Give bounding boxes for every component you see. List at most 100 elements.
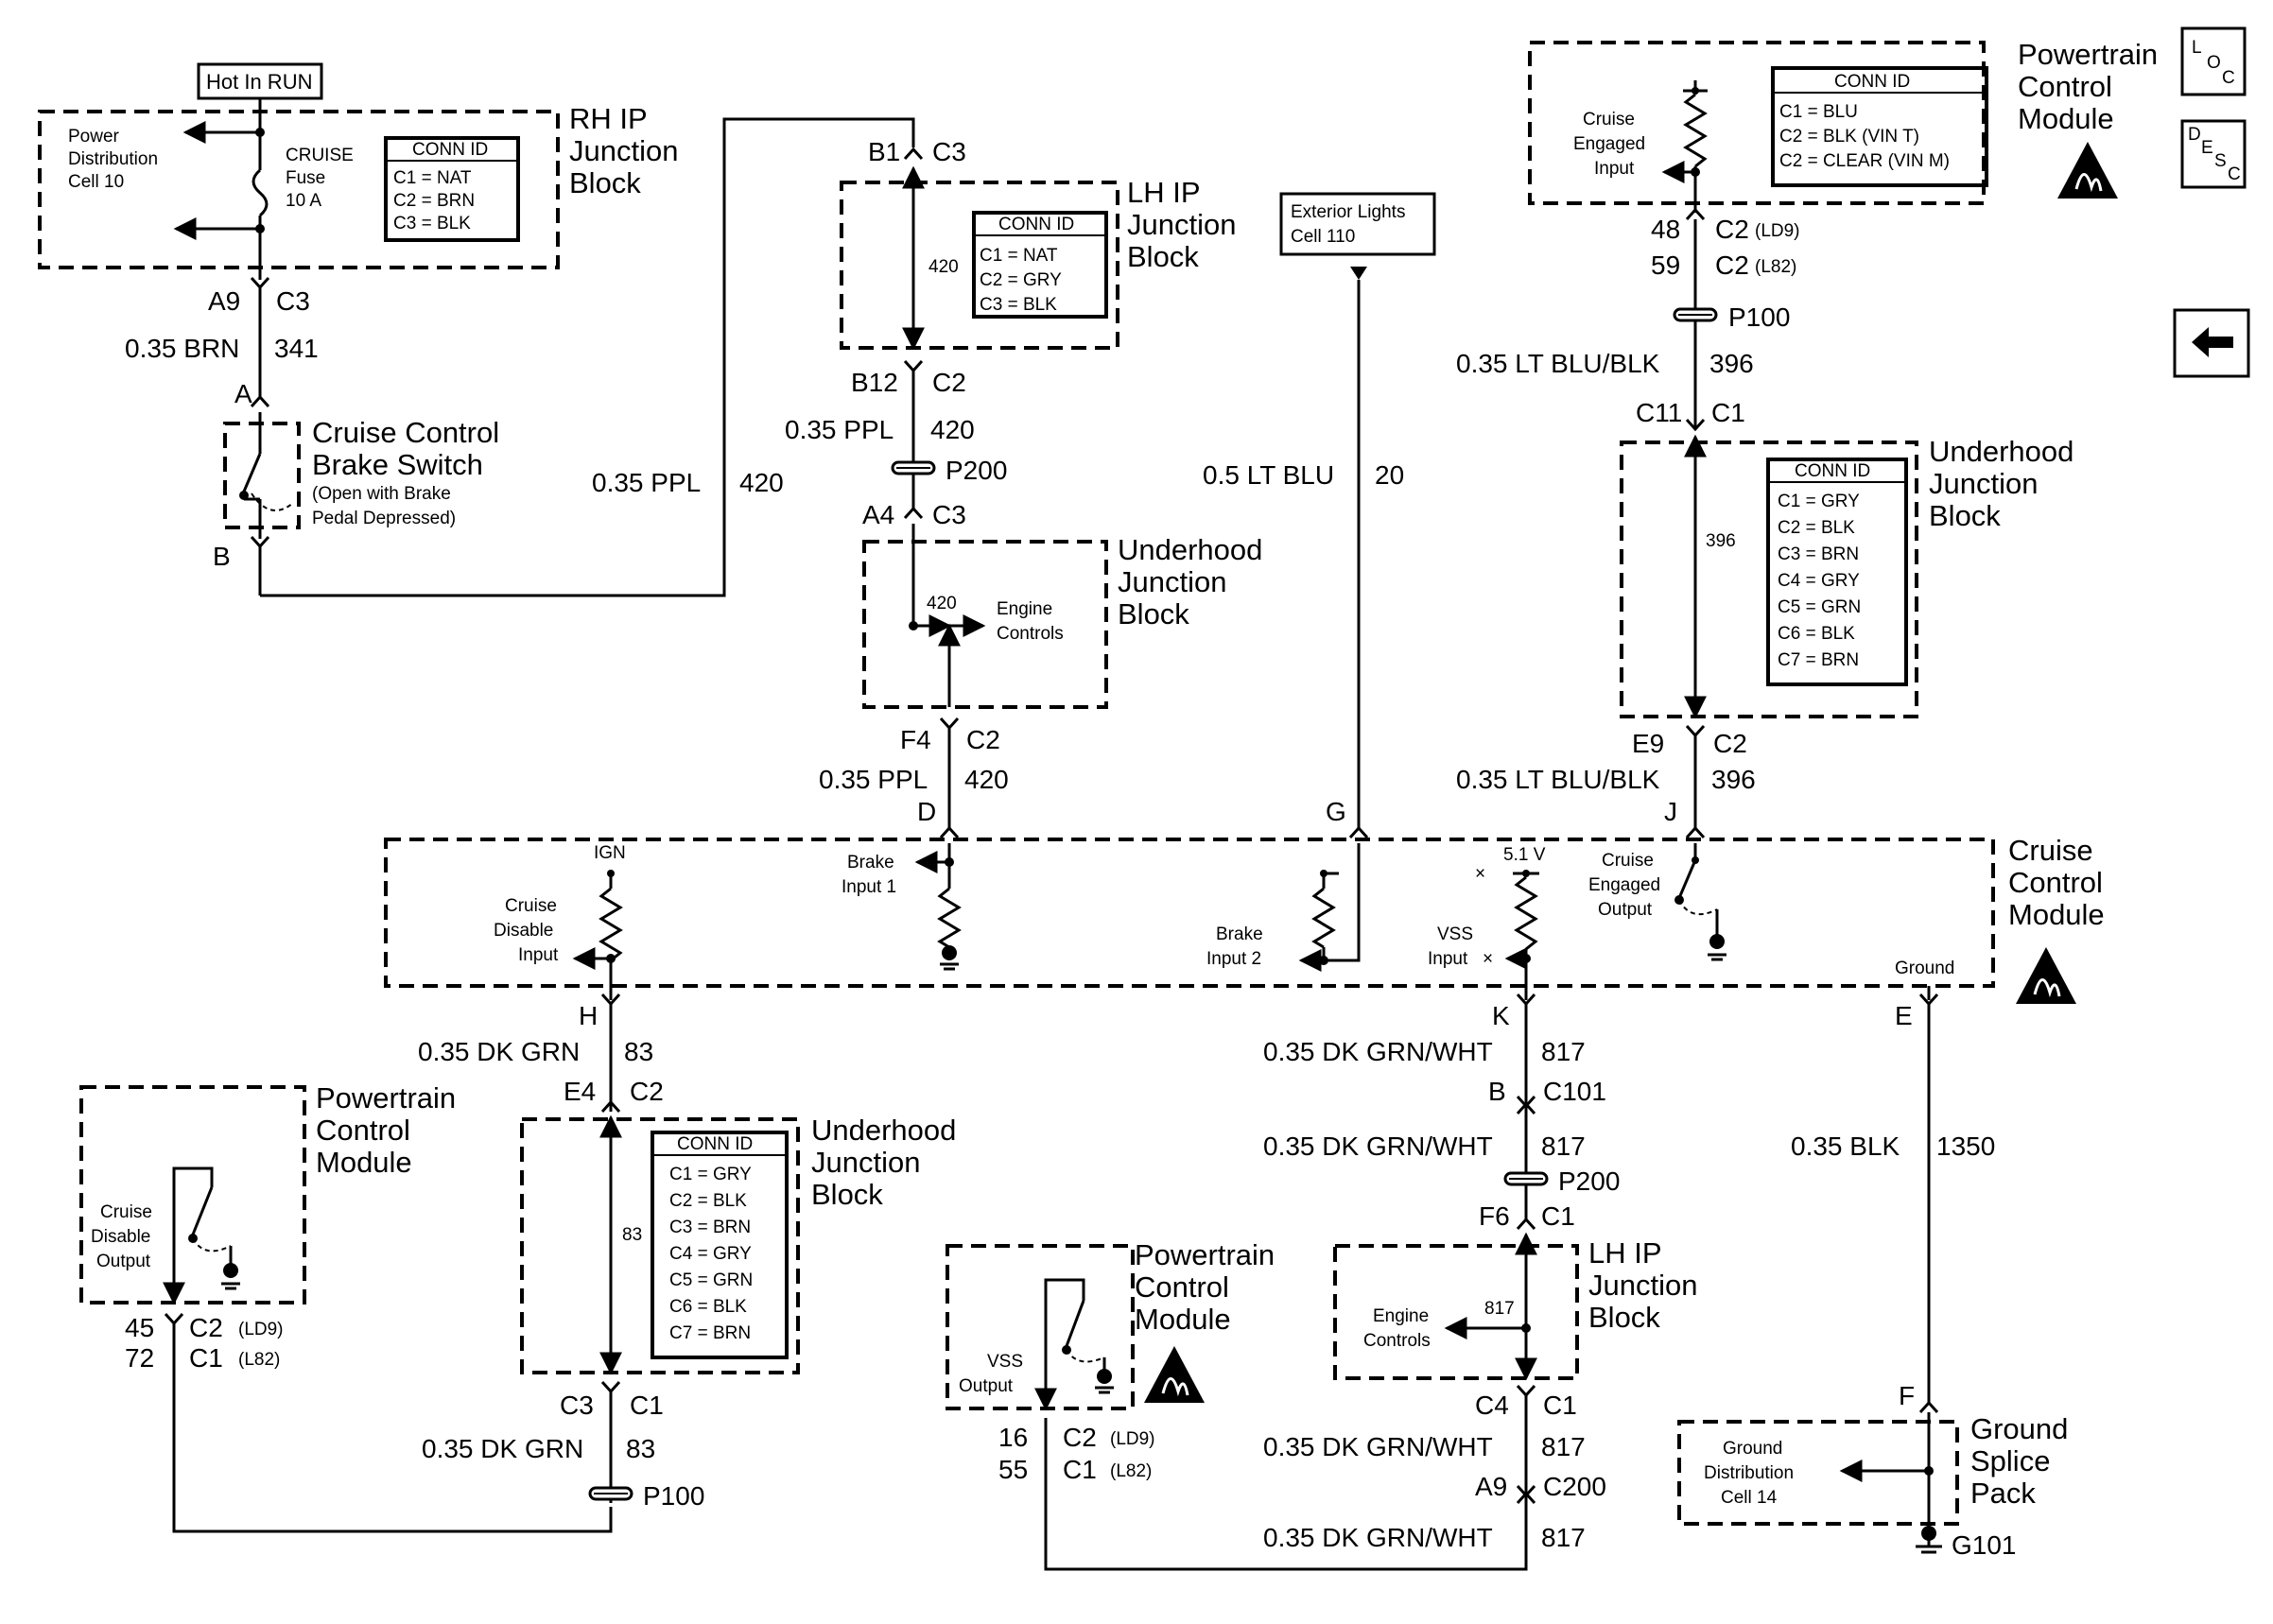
wire-k-gauge-label: 0.35 DK GRN/WHT bbox=[1263, 1037, 1493, 1066]
desc-button[interactable]: D E S C bbox=[2180, 119, 2247, 189]
uh-block-right-conn-2-label: C3 = BRN bbox=[1778, 544, 1859, 564]
pcm-left-opt1-label: (LD9) bbox=[238, 1320, 284, 1339]
wire-420-p200: 0.35 PPL 420 P200 A4 C3 bbox=[785, 371, 1007, 529]
wire-k-conn2-label: C101 bbox=[1543, 1077, 1606, 1106]
pcm-top: Cruise Engaged Input CONN ID C1 = BLU C2… bbox=[1528, 38, 2158, 427]
pcm-top-input-0-label: Cruise bbox=[1583, 110, 1635, 130]
pcm-left-title-0-label: Powertrain bbox=[316, 1081, 456, 1114]
wire-a9-pin-label: A9 bbox=[208, 286, 240, 316]
wire-h-pin-label: H bbox=[579, 1001, 598, 1030]
wire-ppl-left-circuit-label: 420 bbox=[739, 468, 784, 497]
nav-desc-3-label: C bbox=[2228, 164, 2241, 184]
rh-ip-block-conn-0-label: C1 = NAT bbox=[393, 168, 472, 188]
rh-ip-block-power-dist-0-label: Power bbox=[68, 127, 120, 147]
ccm-marks-0-label: × bbox=[1475, 864, 1485, 884]
pcm-top-conn-0-label: C1 = BLU bbox=[1779, 102, 1858, 122]
pcm-top-conn2-label: C2 bbox=[1715, 251, 1749, 280]
uh-block-mid-engine-0-label: Engine bbox=[997, 599, 1052, 619]
lh-ip-block-top-title-0-label: LH IP bbox=[1127, 176, 1201, 209]
wire-b12-circuit-label: 420 bbox=[930, 415, 975, 444]
esd-warning-icon bbox=[1144, 1346, 1205, 1403]
ccm-title-0-label: Cruise bbox=[2008, 834, 2093, 867]
pcm-bottom-output-1-label: Output bbox=[959, 1376, 1014, 1396]
wire-k-pin-label: K bbox=[1492, 1001, 1510, 1030]
lh-ip-block-bottom-title-0-label: LH IP bbox=[1588, 1236, 1662, 1270]
nav-loc-1-label: O bbox=[2207, 53, 2221, 73]
ccm-disable-1-label: Disable bbox=[494, 921, 553, 941]
pcm-left-pin2-label: 72 bbox=[125, 1343, 154, 1373]
brake-switch-note-1-label: Pedal Depressed) bbox=[312, 509, 456, 528]
lh-ip-block-bottom-title-1-label: Junction bbox=[1588, 1269, 1697, 1302]
ccm-brake2-0-label: Brake bbox=[1216, 924, 1263, 944]
ccm-engaged-1-label: Engaged bbox=[1588, 875, 1660, 895]
lh-ip-block-top-conn-2-label: C3 = BLK bbox=[980, 295, 1057, 315]
nav-loc-2-label: C bbox=[2222, 68, 2235, 88]
lh-ip-block-bottom-inner-label: 817 bbox=[1484, 1299, 1515, 1319]
ext-lights-label-0-label: Exterior Lights bbox=[1291, 202, 1405, 222]
pcm-top-title-1-label: Control bbox=[2018, 70, 2112, 103]
uh-block-right-conn-0-label: C1 = GRY bbox=[1778, 492, 1860, 511]
wire-f4-pin-label: D bbox=[917, 797, 936, 826]
brake-switch-note-0-label: (Open with Brake bbox=[312, 484, 451, 504]
rh-ip-block-fuse-0-label: CRUISE bbox=[286, 146, 354, 165]
fuse-icon bbox=[252, 168, 269, 217]
wire-396-to-ccm: 0.35 LT BLU/BLK 396 J bbox=[1456, 735, 1756, 839]
uh-block-right-conn-3-label: C4 = GRY bbox=[1778, 571, 1860, 591]
uh-block-right-conn-out-label: C2 bbox=[1713, 729, 1747, 758]
uh-block-bottom-circuit-label: 83 bbox=[626, 1434, 655, 1463]
rh-ip-block-power-dist-2-label: Cell 10 bbox=[68, 172, 124, 192]
esd-warning-icon bbox=[2057, 142, 2118, 199]
pcm-left: Cruise Disable Output Powertrain Control… bbox=[79, 1081, 613, 1533]
rh-ip-block-fuse-2-label: 10 A bbox=[286, 191, 321, 211]
wire-b12-pin-label: A4 bbox=[862, 500, 894, 529]
lh-ip-block-top-top-conn-label: C3 bbox=[932, 137, 966, 166]
ccm-marks-1-label: × bbox=[1483, 949, 1493, 969]
wire-396-top: 0.35 LT BLU/BLK 396 C11 C1 bbox=[1456, 349, 1754, 432]
wire-396-circuit-label: 396 bbox=[1709, 349, 1754, 378]
loc-button[interactable]: L O C bbox=[2180, 26, 2247, 96]
lh-ip-block-top-title-1-label: Junction bbox=[1127, 208, 1236, 241]
wire-f4-circuit-label: 420 bbox=[964, 765, 1009, 794]
wire-h-conn2-label: C2 bbox=[630, 1077, 664, 1106]
uh-block-right-inner-label: 396 bbox=[1706, 531, 1736, 551]
wire-a9-conn-label: C3 bbox=[276, 286, 310, 316]
lh-ip-block-bottom-conn-label: C1 bbox=[1543, 1391, 1577, 1420]
lh-ip-block-bottom-title-2-label: Block bbox=[1588, 1301, 1660, 1334]
brake-switch-pin-b-label: B bbox=[213, 542, 231, 571]
uh-block-bottom-conn-out-label: C1 bbox=[630, 1391, 664, 1420]
ccm-vss-0-label: VSS bbox=[1437, 924, 1473, 944]
rh-ip-block-conn-title-label: CONN ID bbox=[412, 140, 488, 160]
lh-ip-block-bottom-pin2-label: A9 bbox=[1475, 1472, 1507, 1501]
ground-wire-circuit-label: 1350 bbox=[1936, 1132, 1995, 1161]
uh-block-right-conn-4-label: C5 = GRN bbox=[1778, 597, 1861, 617]
pcm-top-conn-title-label: CONN ID bbox=[1834, 72, 1910, 92]
ccm-disable-0-label: Cruise bbox=[505, 896, 557, 916]
uh-block-bottom-conn-0-label: C1 = GRY bbox=[669, 1165, 752, 1184]
ccm-vss-1-label: Input bbox=[1428, 949, 1468, 969]
wire-817-top: K 0.35 DK GRN/WHT 817 B C101 0.35 DK GRN… bbox=[1263, 993, 1620, 1231]
uh-block-bottom-conn-4-label: C5 = GRN bbox=[669, 1270, 753, 1290]
resistor-icon bbox=[1683, 93, 1708, 168]
wire-e9-pin-label: J bbox=[1664, 797, 1677, 826]
nav-desc-0-label: D bbox=[2188, 125, 2201, 145]
ccm-title-2-label: Module bbox=[2008, 898, 2105, 931]
wire-h-pin2-label: E4 bbox=[564, 1077, 596, 1106]
lh-ip-block-bottom-engine-1-label: Controls bbox=[1363, 1331, 1431, 1351]
pcm-left-conn1-label: C2 bbox=[189, 1313, 223, 1342]
pcm-top-input-2-label: Input bbox=[1594, 159, 1635, 179]
wire-k-conn3-label: C1 bbox=[1541, 1201, 1575, 1231]
wire-k-splice-label: P200 bbox=[1558, 1166, 1620, 1196]
wire-b12-splice-label: P200 bbox=[946, 456, 1007, 485]
uh-block-bottom-conn-1-label: C2 = BLK bbox=[669, 1191, 747, 1211]
ground-splice-g-label: G101 bbox=[1952, 1530, 2017, 1560]
lh-ip-block-top-conn-0-label: C1 = NAT bbox=[980, 246, 1058, 266]
pcm-bottom-title-0-label: Powertrain bbox=[1135, 1238, 1275, 1271]
back-button[interactable] bbox=[2173, 308, 2250, 378]
ext-lights-gauge-label: 0.5 LT BLU bbox=[1203, 460, 1334, 490]
pcm-left-output-0-label: Cruise bbox=[100, 1202, 152, 1222]
wire-396-conn-label: C1 bbox=[1711, 398, 1745, 427]
wire-h-circuit-label: 83 bbox=[624, 1037, 653, 1066]
brake-switch-title-0-label: Cruise Control bbox=[312, 416, 499, 449]
underhood-junction-block-middle: 420 Engine Controls Underhood Junction B… bbox=[862, 524, 1262, 754]
wire-e9-circuit-label: 396 bbox=[1711, 765, 1756, 794]
